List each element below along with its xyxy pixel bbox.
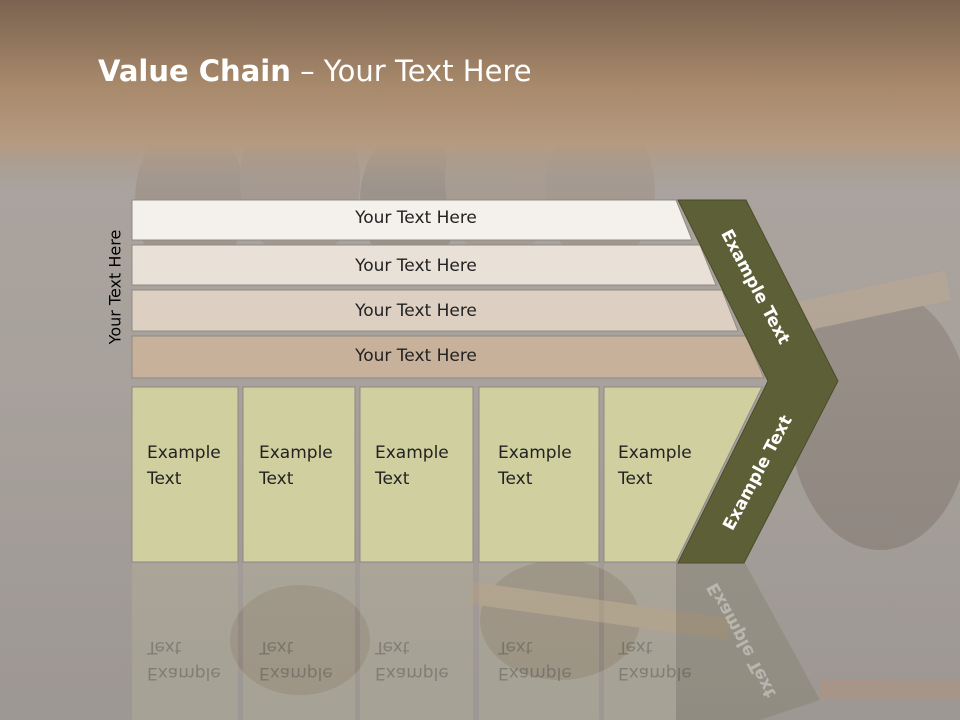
box-reflection-label-5: Example Text — [618, 634, 692, 686]
row-bar-1 — [131, 199, 693, 241]
box-3 — [359, 386, 474, 563]
box-reflection-label-3-line2: Text — [375, 637, 410, 657]
box-reflection-4 — [479, 563, 599, 720]
box-label-2-line2: Text — [259, 469, 294, 489]
row-label-4: Your Text Here — [355, 346, 477, 366]
box-reflection-3 — [360, 563, 473, 720]
box-reflection-2 — [243, 563, 355, 720]
box-reflection-label-1-line2: Text — [147, 637, 182, 657]
row-label-2: Your Text Here — [355, 256, 477, 276]
row-bar-4 — [131, 335, 765, 379]
row-label-1: Your Text Here — [355, 208, 477, 228]
row-bar-3 — [131, 289, 739, 332]
box-reflection-5 — [604, 563, 676, 720]
box-reflection-label-4: Example Text — [498, 634, 572, 686]
box-label-4: Example Text — [498, 440, 572, 492]
box-reflection-label-1: Example Text — [147, 634, 221, 686]
box-reflection-label-2-line1: Example — [259, 663, 333, 683]
box-reflection-label-3-line1: Example — [375, 663, 449, 683]
box-5 — [603, 386, 763, 563]
row-bar-2 — [131, 244, 717, 286]
box-1 — [131, 386, 239, 563]
box-reflection-label-3: Example Text — [375, 634, 449, 686]
box-reflection-label-2: Example Text — [259, 634, 333, 686]
box-label-3: Example Text — [375, 440, 449, 492]
box-label-5-line2: Text — [618, 469, 653, 489]
box-reflection-1 — [132, 563, 238, 720]
box-reflection-label-2-line2: Text — [259, 637, 294, 657]
box-label-5: Example Text — [618, 440, 692, 492]
box-label-2: Example Text — [259, 440, 333, 492]
box-label-5-line1: Example — [618, 443, 692, 463]
box-reflection-label-5-line2: Text — [618, 637, 653, 657]
box-label-4-line1: Example — [498, 443, 572, 463]
box-4 — [478, 386, 600, 563]
box-label-3-line2: Text — [375, 469, 410, 489]
box-label-1-line1: Example — [147, 443, 221, 463]
chevron-reflection — [676, 563, 820, 720]
slide-title-main: Value Chain — [98, 54, 291, 88]
box-label-2-line1: Example — [259, 443, 333, 463]
slide-title-sub: – Your Text Here — [290, 54, 532, 88]
box-label-1: Example Text — [147, 440, 221, 492]
slide-title: Value Chain – Your Text Here — [98, 54, 532, 88]
box-reflection-label-4-line2: Text — [498, 637, 533, 657]
box-reflection-label-4-line1: Example — [498, 663, 572, 683]
box-2 — [242, 386, 356, 563]
box-label-3-line1: Example — [375, 443, 449, 463]
box-label-1-line2: Text — [147, 469, 182, 489]
chevron-arrow — [677, 199, 839, 564]
box-reflection-label-5-line1: Example — [618, 663, 692, 683]
row-label-3: Your Text Here — [355, 301, 477, 321]
box-reflection-label-1-line1: Example — [147, 663, 221, 683]
box-label-4-line2: Text — [498, 469, 533, 489]
